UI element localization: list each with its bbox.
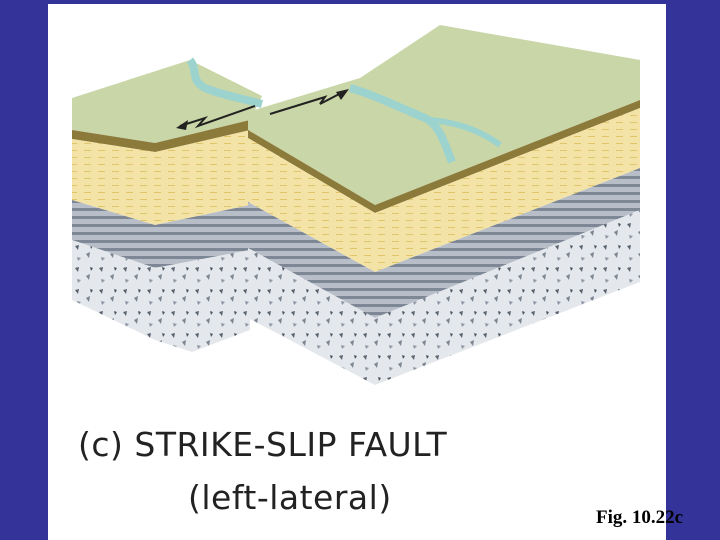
left-block-granite-layer — [72, 240, 155, 340]
right-block-front-shale — [375, 168, 640, 318]
left-block-sandstone-layer — [72, 139, 155, 225]
right-block-side-shale — [248, 202, 375, 318]
right-block-side-granite — [248, 248, 375, 385]
right-block-top-edge — [375, 100, 640, 213]
left-block-top-surface — [72, 60, 262, 143]
caption-subtitle: (left-lateral) — [188, 478, 392, 517]
right-block — [248, 25, 640, 385]
right-block-front-sandstone — [375, 108, 640, 272]
left-block-front-edge — [155, 120, 250, 152]
left-block-shale-layer — [72, 200, 155, 268]
stream-left-segment — [186, 57, 264, 108]
left-block-front-sandstone — [155, 130, 250, 225]
left-block-front-granite — [155, 250, 250, 352]
figure-reference: Fig. 10.22c — [596, 507, 684, 528]
fault-diagram — [72, 25, 640, 385]
stream-right-branch — [429, 117, 502, 148]
arrow-left-icon — [176, 105, 256, 130]
left-block-front-shale — [155, 205, 250, 268]
left-block-surface-edge — [72, 130, 155, 152]
right-block-top-surface — [248, 25, 640, 205]
arrow-right-icon — [269, 89, 349, 115]
left-block — [72, 60, 262, 352]
right-block-side-sandstone — [248, 138, 375, 272]
stream-right-segment — [348, 84, 456, 164]
right-block-front-granite — [375, 210, 640, 385]
caption-title: (c) STRIKE-SLIP FAULT — [78, 425, 448, 464]
right-block-surface-edge — [248, 130, 375, 213]
